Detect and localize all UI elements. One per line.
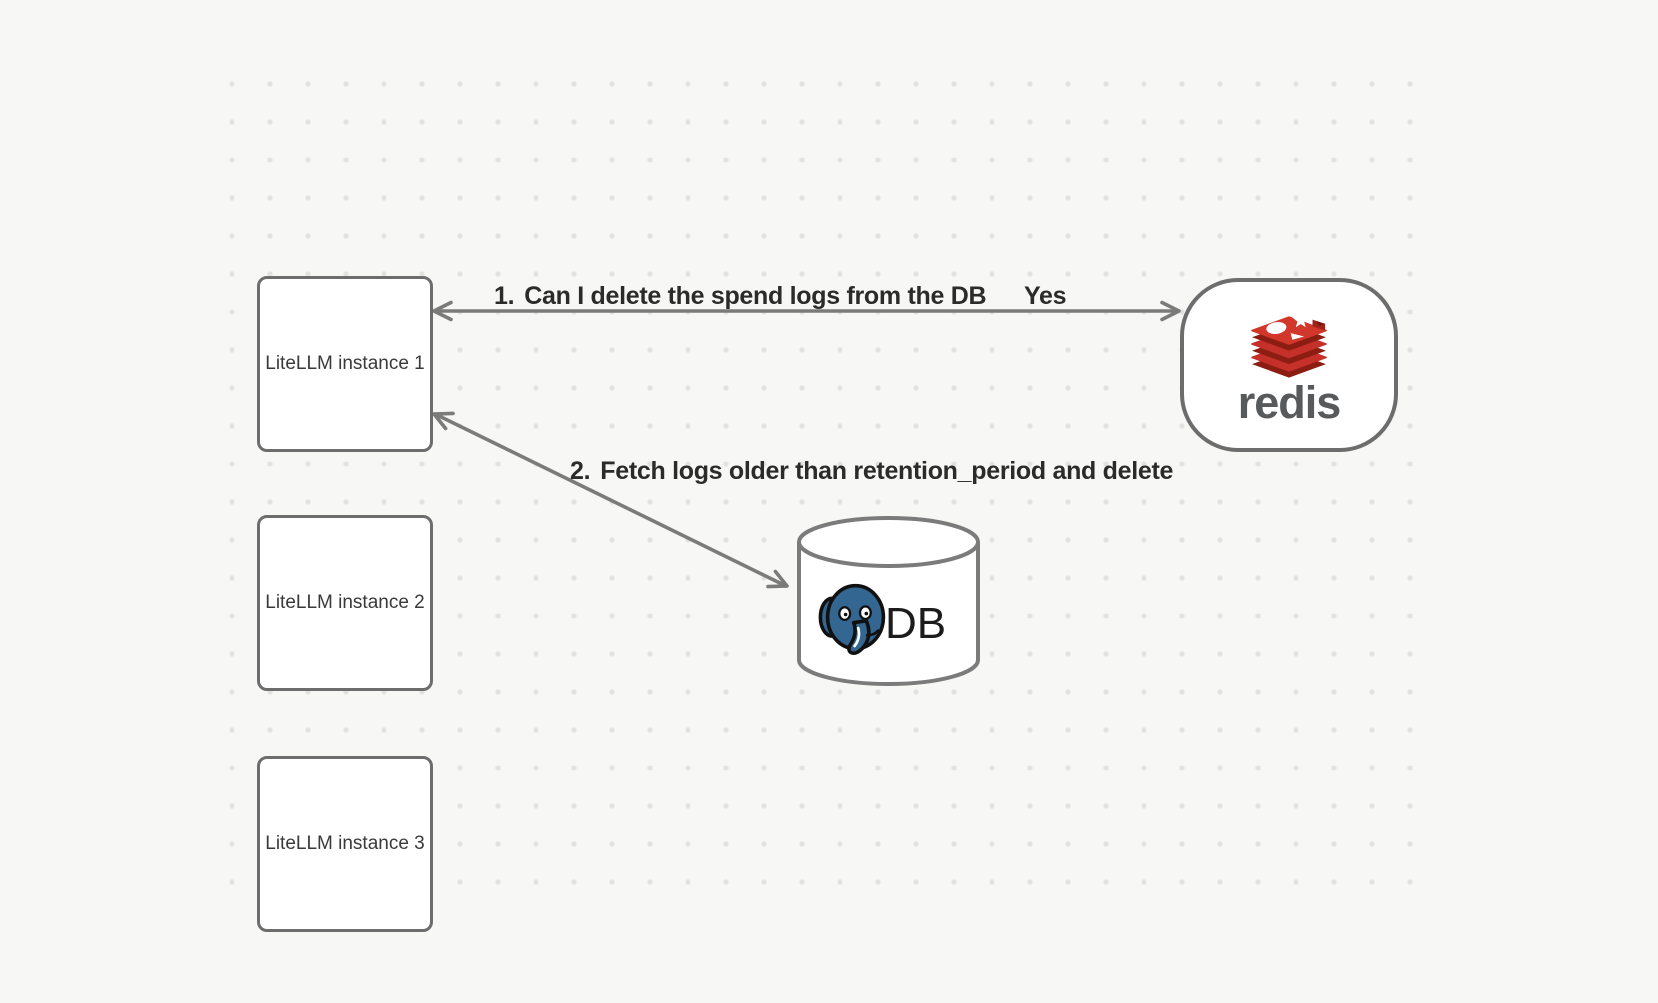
edge-text: Fetch logs older than retention_period a… <box>600 457 1174 485</box>
edge-text: Yes <box>1024 282 1067 310</box>
database-cylinder-shape <box>797 516 980 687</box>
edge-label-1: 1. Can I delete the spend logs from the … <box>494 282 987 311</box>
node-label: LiteLLM instance 2 <box>265 592 425 613</box>
edge-label-2: 2. Fetch logs older than retention_perio… <box>570 457 1174 486</box>
redis-logo-icon <box>1251 312 1327 378</box>
redis-wordmark: redis <box>1237 377 1342 429</box>
edge-number: 1. <box>494 282 515 310</box>
database-label: DB <box>885 599 947 648</box>
arrow-spend-logs-question[interactable] <box>432 300 1181 322</box>
postgresql-logo-icon <box>818 583 886 655</box>
node-redis[interactable]: redis <box>1180 278 1398 452</box>
node-litellm-instance-1[interactable]: LiteLLM instance 1 <box>257 276 433 452</box>
node-label: LiteLLM instance 3 <box>265 833 425 854</box>
edge-text: Can I delete the spend logs from the DB <box>524 282 987 310</box>
edge-label-1-response: Yes <box>1024 282 1067 311</box>
node-litellm-instance-2[interactable]: LiteLLM instance 2 <box>257 515 433 691</box>
node-litellm-instance-3[interactable]: LiteLLM instance 3 <box>257 756 433 932</box>
arrow-fetch-logs[interactable] <box>432 411 789 589</box>
node-database[interactable]: DB <box>795 514 982 692</box>
edge-number: 2. <box>570 457 591 485</box>
node-label: LiteLLM instance 1 <box>265 353 425 374</box>
